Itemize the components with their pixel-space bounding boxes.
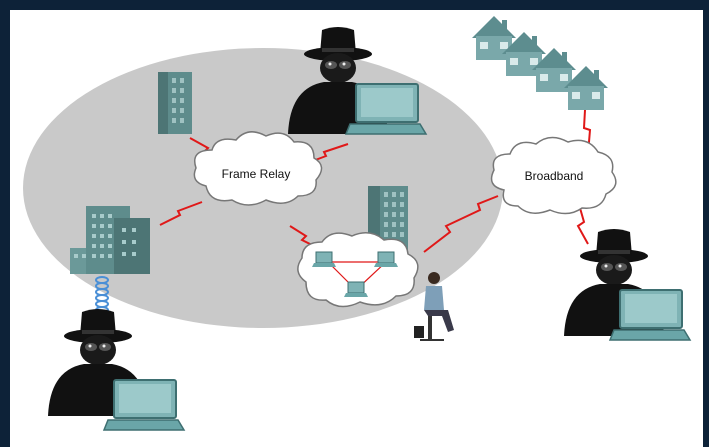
seated-woman-icon	[414, 272, 454, 341]
laptop-icon	[103, 379, 185, 431]
office-building-icon	[70, 206, 150, 274]
laptop-icon	[373, 251, 399, 268]
network-diagram: Frame Relay Broadband	[23, 16, 691, 431]
frame-relay-cloud: Frame Relay	[193, 131, 323, 206]
laptop-icon	[345, 83, 427, 135]
houses-group	[472, 16, 608, 110]
frame-relay-label: Frame Relay	[222, 167, 291, 181]
broadband-cloud: Broadband	[490, 136, 617, 215]
broadband-label: Broadband	[525, 169, 584, 183]
hacker-bottom-left	[48, 309, 185, 431]
local-network-cloud	[297, 232, 419, 308]
hacker-bottom-right	[564, 229, 691, 341]
tall-building-icon	[158, 72, 192, 134]
laptop-icon	[609, 289, 691, 341]
laptop-icon	[311, 251, 337, 268]
diagram-canvas: Frame Relay Broadband	[10, 10, 703, 447]
laptop-icon	[343, 281, 369, 298]
